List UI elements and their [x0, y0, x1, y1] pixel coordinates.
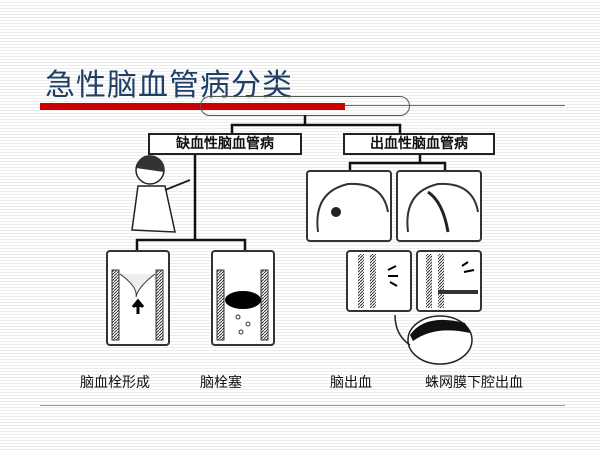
bottom-divider [40, 405, 565, 406]
slide-title: 急性脑血管病分类 [45, 68, 293, 103]
subarachnoid-vessel-image [416, 250, 482, 312]
woman-illustration [131, 155, 191, 233]
caption-cerebral-hemorrhage: 脑出血 [330, 375, 372, 391]
caption-subarachnoid-hemorrhage: 蛛网膜下腔出血 [425, 375, 523, 391]
caption-thrombosis: 脑血栓形成 [80, 375, 150, 391]
thrombosis-image [106, 250, 170, 346]
embolism-image [211, 250, 275, 346]
brain-hemorrhage-head-image [306, 170, 392, 242]
subarachnoid-head-image [396, 170, 482, 242]
title-thin-line [345, 105, 565, 106]
ischemic-box: 缺血性脑血管病 [148, 133, 302, 155]
title-red-bar [40, 103, 345, 110]
caption-embolism: 脑栓塞 [200, 375, 242, 391]
vessel-rupture-image [346, 250, 412, 312]
cartoon-boy-illustration [394, 314, 473, 365]
hemorrhagic-box: 出血性脑血管病 [343, 133, 495, 155]
